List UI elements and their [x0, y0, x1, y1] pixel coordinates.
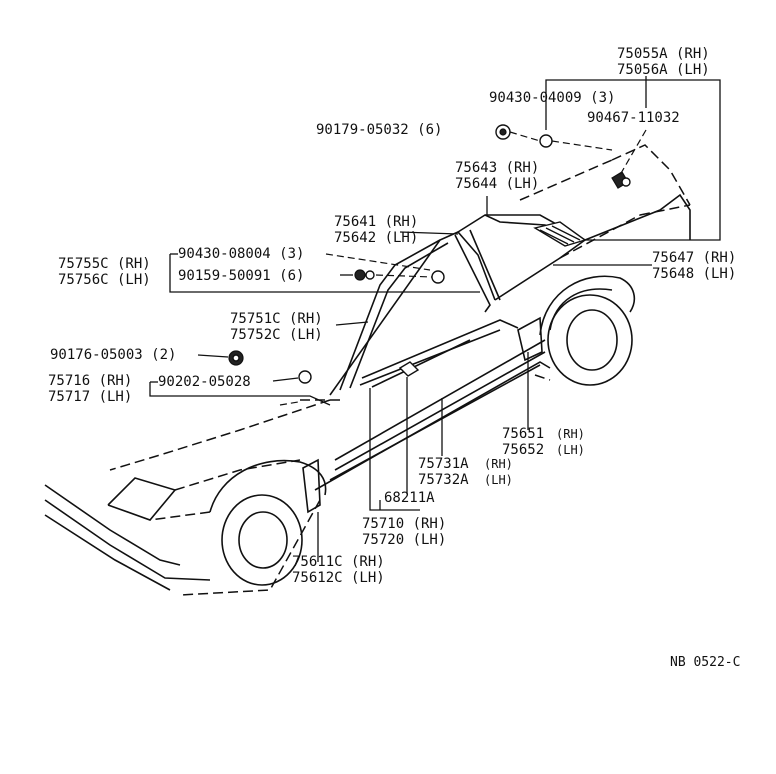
label-75648: 75648 (LH)	[652, 266, 736, 282]
label-75731A-rh: (RH)	[484, 457, 513, 471]
label-75611C: 75611C (RH)	[292, 554, 385, 570]
car-body-outline	[44, 144, 691, 596]
label-75756C: 75756C (LH)	[58, 272, 151, 288]
label-75612C: 75612C (LH)	[292, 570, 385, 586]
leader-lines	[149, 76, 721, 562]
label-75717: 75717 (LH)	[48, 389, 132, 405]
label-90179: 90179-05032 (6)	[316, 122, 442, 138]
label-75732A: 75732A	[418, 472, 469, 488]
label-75652: 75652	[502, 442, 544, 458]
part-clips	[228, 124, 631, 384]
label-90159: 90159-50091 (6)	[178, 268, 304, 284]
label-90430-08004: 90430-08004 (3)	[178, 246, 304, 262]
label-75647: 75647 (RH)	[652, 250, 736, 266]
label-90202: 90202-05028	[158, 374, 251, 390]
label-75641: 75641 (RH)	[334, 214, 418, 230]
label-75716: 75716 (RH)	[48, 373, 132, 389]
label-75710: 75710 (RH)	[362, 516, 446, 532]
label-75651-rh: (RH)	[556, 427, 585, 441]
label-75055A: 75055A (RH)	[617, 46, 710, 62]
label-75056A: 75056A (LH)	[617, 62, 710, 78]
diagram-code: NB 0522-C	[670, 655, 740, 670]
label-75642: 75642 (LH)	[334, 230, 418, 246]
label-90467: 90467-11032	[587, 110, 680, 126]
label-90430-04009: 90430-04009 (3)	[489, 90, 615, 106]
label-75751C: 75751C (RH)	[230, 311, 323, 327]
label-75644: 75644 (LH)	[455, 176, 539, 192]
label-75755C: 75755C (RH)	[58, 256, 151, 272]
label-75652-lh: (LH)	[556, 443, 585, 457]
label-75752C: 75752C (LH)	[230, 327, 323, 343]
label-75731A: 75731A	[418, 456, 469, 472]
label-90176: 90176-05003 (2)	[50, 347, 176, 363]
label-75732A-lh: (LH)	[484, 473, 513, 487]
label-75643: 75643 (RH)	[455, 160, 539, 176]
label-68211A: 68211A	[384, 490, 435, 506]
label-75720: 75720 (LH)	[362, 532, 446, 548]
part-labels: 75055A (RH) 75056A (LH) 90430-04009 (3) …	[48, 46, 740, 670]
label-75651: 75651	[502, 426, 544, 442]
